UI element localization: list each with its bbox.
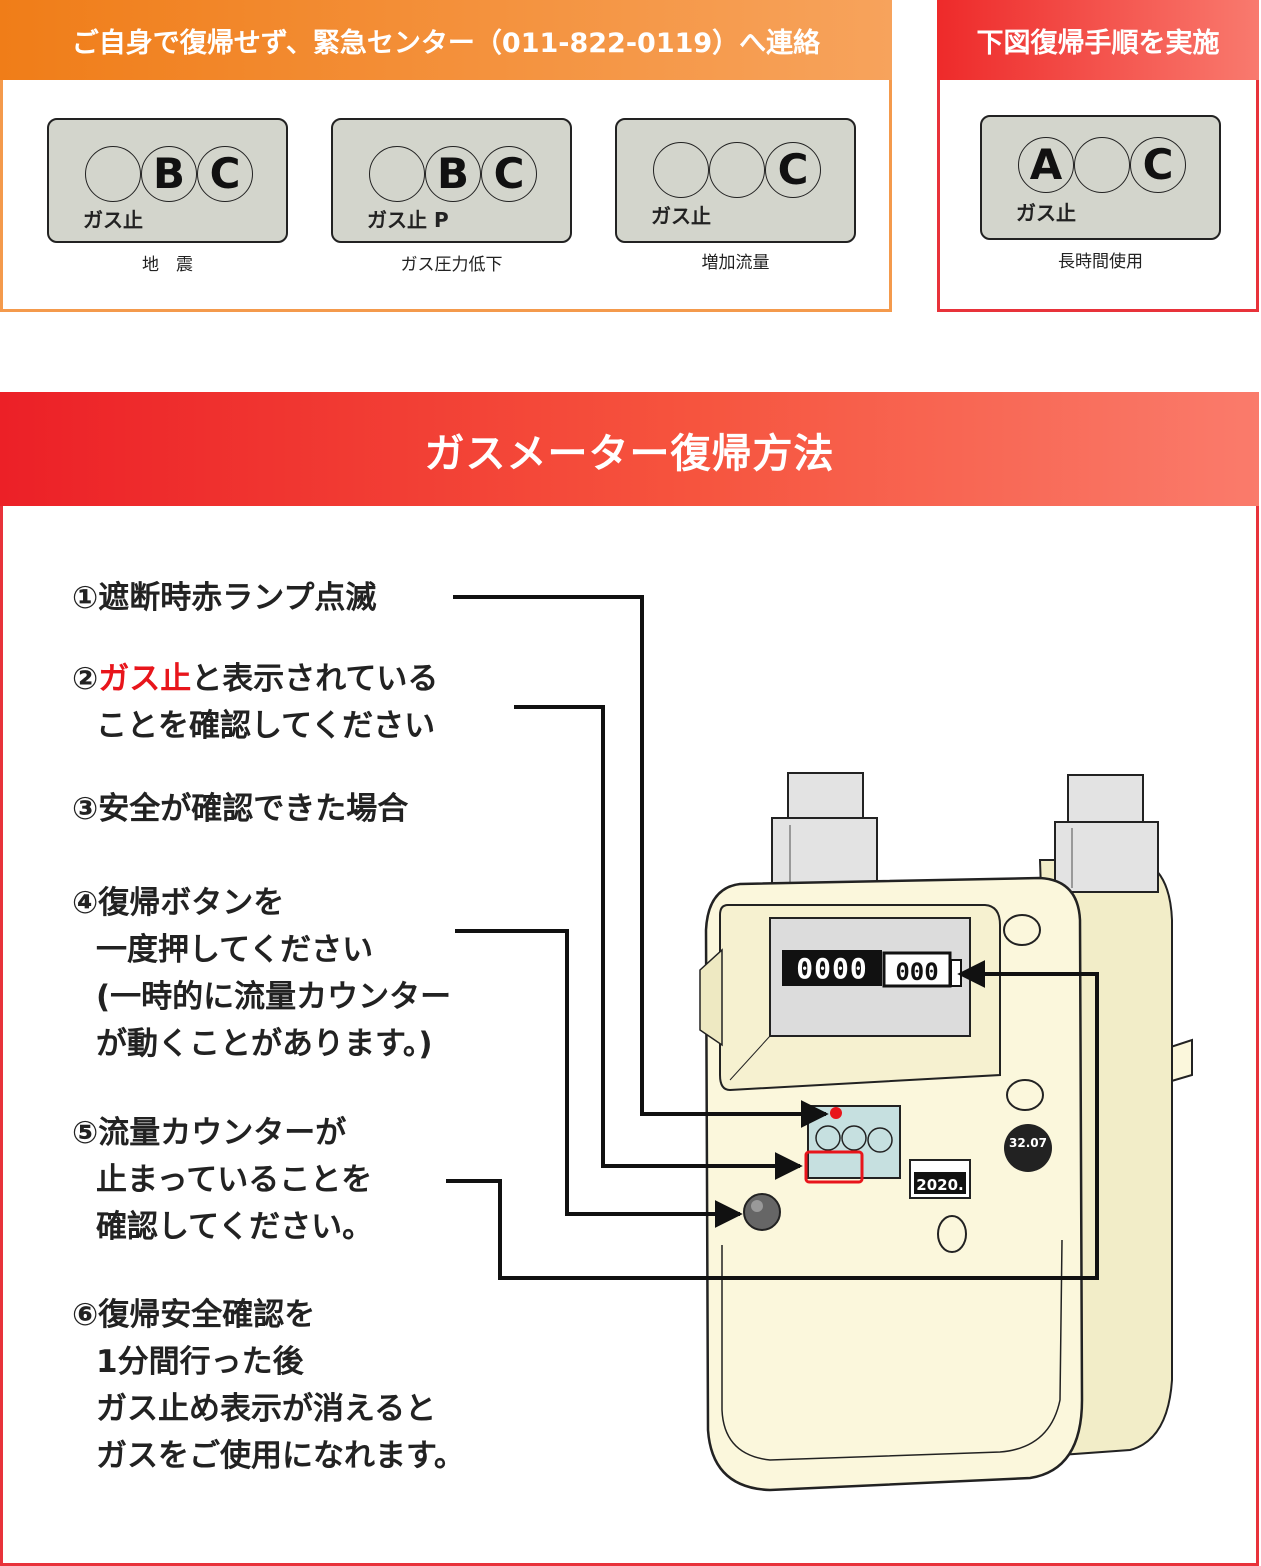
self-recovery-box: 下図復帰手順を実施 A C ガス止 長時間使用 [937,0,1259,312]
caption-long-use: 長時間使用 [1058,252,1143,272]
panel-label: ガス止 [651,204,711,228]
step-4-line-1: ④復帰ボタンを [72,885,285,921]
indicator-circle: B [141,146,197,202]
self-recovery-header: 下図復帰手順を実施 [937,0,1259,80]
step-2-text: と表示されている [191,661,439,697]
recovery-method-header: ガスメーター復帰方法 [0,392,1259,506]
emergency-contact-box: ご自身で復帰せず、緊急センター（011-822-0119）へ連絡 B C ガス止… [0,0,892,312]
step-5: ⑤流量カウンターが 止まっていることを 確認してください。 [72,1110,373,1251]
indicator-circle [369,146,425,202]
step-6: ⑥復帰安全確認を 1分間行った後 ガス止め表示が消えると ガスをご使用になれます… [72,1292,465,1480]
step-6-line-1: ⑥復帰安全確認を [72,1297,316,1333]
step-6-line-3: ガス止め表示が消えると [96,1391,437,1427]
indicator-circle: C [1130,137,1186,193]
step-4-line-3: (一時的に流量カウンター [96,979,452,1015]
step-5-line-3: 確認してください。 [96,1209,374,1245]
indicator-circle: A [1018,137,1074,193]
emergency-contact-header: ご自身で復帰せず、緊急センター（011-822-0119）へ連絡 [0,0,892,80]
panel-label: ガス止 [1016,201,1076,225]
indicator-circle [85,146,141,202]
caption-pressure-drop: ガス圧力低下 [400,255,503,275]
step-5-line-2: 止まっていることを [96,1162,373,1198]
indicator-circle [653,142,709,198]
step-5-line-1: ⑤流量カウンターが [72,1115,347,1151]
indicator-circle: C [765,142,821,198]
step-4: ④復帰ボタンを 一度押してください (一時的に流量カウンター が動くことがありま… [72,880,451,1068]
caption-flow-increase: 増加流量 [701,253,770,273]
step-6-line-2: 1分間行った後 [96,1344,304,1380]
step-2-line-2: ことを確認してください [96,708,436,744]
step-3: ③安全が確認できた場合 [72,786,408,833]
step-2: ②ガス止と表示されている ことを確認してください [72,656,438,750]
step-3-text: ③安全が確認できた場合 [72,791,409,827]
meter-panel-flow-increase: C ガス止 [615,118,856,243]
step-4-line-2: 一度押してください [96,932,374,968]
step-1: ①遮断時赤ランプ点滅 [72,575,376,622]
meter-panel-pressure-drop: B C ガス止 P [331,118,572,243]
step-2-number: ② [72,661,99,697]
indicator-circle: C [197,146,253,202]
meter-panel-earthquake: B C ガス止 [47,118,288,243]
caption-earthquake: 地 震 [142,255,193,275]
step-6-line-4: ガスをご使用になれます。 [96,1438,465,1474]
panel-label: ガス止 [83,208,143,232]
step-4-line-4: が動くことがあります。) [96,1026,433,1062]
step-2-highlight: ガス止 [98,661,192,697]
indicator-circle: B [425,146,481,202]
indicator-circle [1074,137,1130,193]
meter-panel-long-use: A C ガス止 [980,115,1221,240]
indicator-circle [709,142,765,198]
step-1-text: ①遮断時赤ランプ点滅 [72,580,377,616]
indicator-circle: C [481,146,537,202]
panel-label: ガス止 P [367,208,449,232]
